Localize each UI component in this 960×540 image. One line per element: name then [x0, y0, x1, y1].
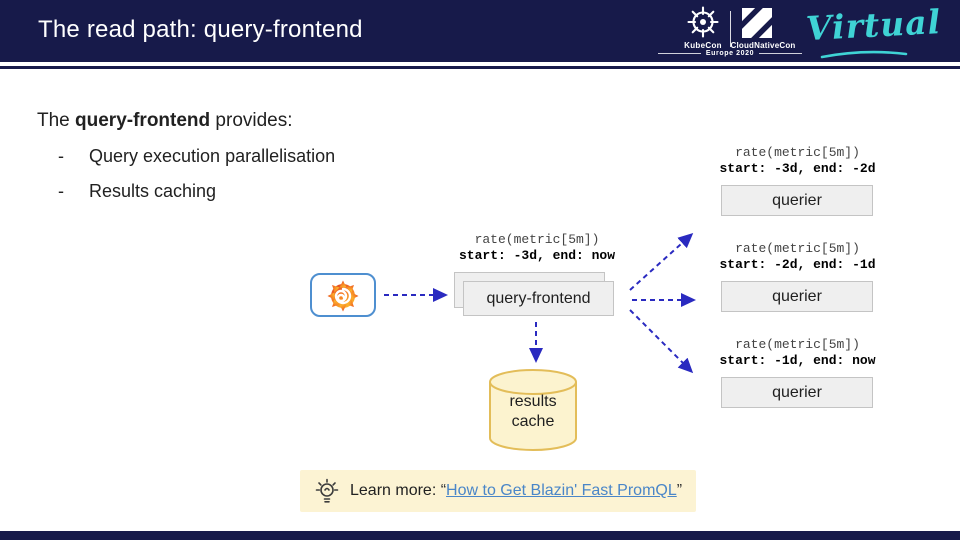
querier2-query-range: start: -2d, end: -1d	[719, 256, 876, 272]
results-cache-cylinder	[489, 369, 577, 451]
intro-prefix: The	[37, 110, 76, 131]
bullet-text: Query execution parallelisation	[89, 146, 336, 166]
header-underline	[0, 66, 960, 69]
intro-line: The query-frontend provides:	[37, 110, 293, 132]
edition-line-left	[658, 53, 701, 54]
querier-box-1: querier	[721, 185, 873, 216]
cloudnativecon-label: CloudNativeCon	[730, 41, 796, 50]
grafana-flame-icon	[327, 280, 359, 312]
event-edition: Europe 2020	[658, 50, 803, 57]
query-frontend-box: query-frontend	[463, 281, 614, 316]
edition-label: Europe 2020	[705, 50, 755, 57]
intro-keyword: query-frontend	[75, 110, 211, 131]
querier-box-3: querier	[721, 377, 873, 408]
bullet-text: Results caching	[89, 181, 217, 201]
querier3-query-label: rate(metric[5m]) start: -1d, end: now	[705, 337, 890, 368]
arrow-frontend-to-querier-3	[629, 309, 694, 374]
logo-divider	[730, 11, 731, 47]
querier2-query-expr: rate(metric[5m])	[735, 241, 860, 256]
bullet-dash: -	[58, 146, 64, 166]
header-bar	[0, 0, 960, 62]
promql-talk-link[interactable]: How to Get Blazin' Fast PromQL	[446, 482, 677, 499]
note-prefix: Learn more:	[350, 482, 441, 499]
learn-more-note: Learn more: “How to Get Blazin' Fast Pro…	[300, 470, 696, 512]
querier3-query-range: start: -1d, end: now	[719, 352, 876, 368]
cache-label-line2: cache	[511, 413, 555, 430]
querier2-query-label: rate(metric[5m]) start: -2d, end: -1d	[705, 241, 890, 272]
frontend-query-range: start: -3d, end: now	[458, 247, 616, 263]
page-title: The read path: query-frontend	[38, 16, 363, 43]
querier1-query-expr: rate(metric[5m])	[735, 145, 860, 160]
kubecon-helm-icon	[687, 6, 719, 38]
cache-label-line1: results	[509, 393, 557, 410]
intro-suffix: provides:	[210, 110, 293, 131]
querier1-query-label: rate(metric[5m]) start: -3d, end: -2d	[705, 145, 890, 176]
arrow-frontend-to-querier-1	[629, 232, 694, 291]
kubecon-label: KubeCon	[684, 41, 722, 50]
cloudnativecon-cube-icon	[742, 8, 772, 38]
results-cache-label: results cache	[488, 392, 578, 432]
frontend-query-expr: rate(metric[5m])	[474, 232, 600, 247]
virtual-underline-swoosh	[820, 50, 908, 59]
frontend-query-label: rate(metric[5m]) start: -3d, end: now	[440, 232, 634, 263]
note-close-quote: ”	[676, 482, 683, 499]
querier1-query-range: start: -3d, end: -2d	[719, 160, 876, 176]
lightbulb-icon	[315, 478, 339, 503]
note-text: Learn more: “How to Get Blazin' Fast Pro…	[350, 482, 682, 500]
querier3-query-expr: rate(metric[5m])	[735, 337, 860, 352]
edition-line-right	[759, 53, 803, 54]
bullet-dash: -	[58, 181, 64, 201]
footer-bar	[0, 531, 960, 540]
querier-box-2: querier	[721, 281, 873, 312]
grafana-node	[310, 273, 376, 317]
note-open-quote: “	[440, 482, 447, 499]
virtual-script-logo: Virtual	[805, 2, 943, 49]
